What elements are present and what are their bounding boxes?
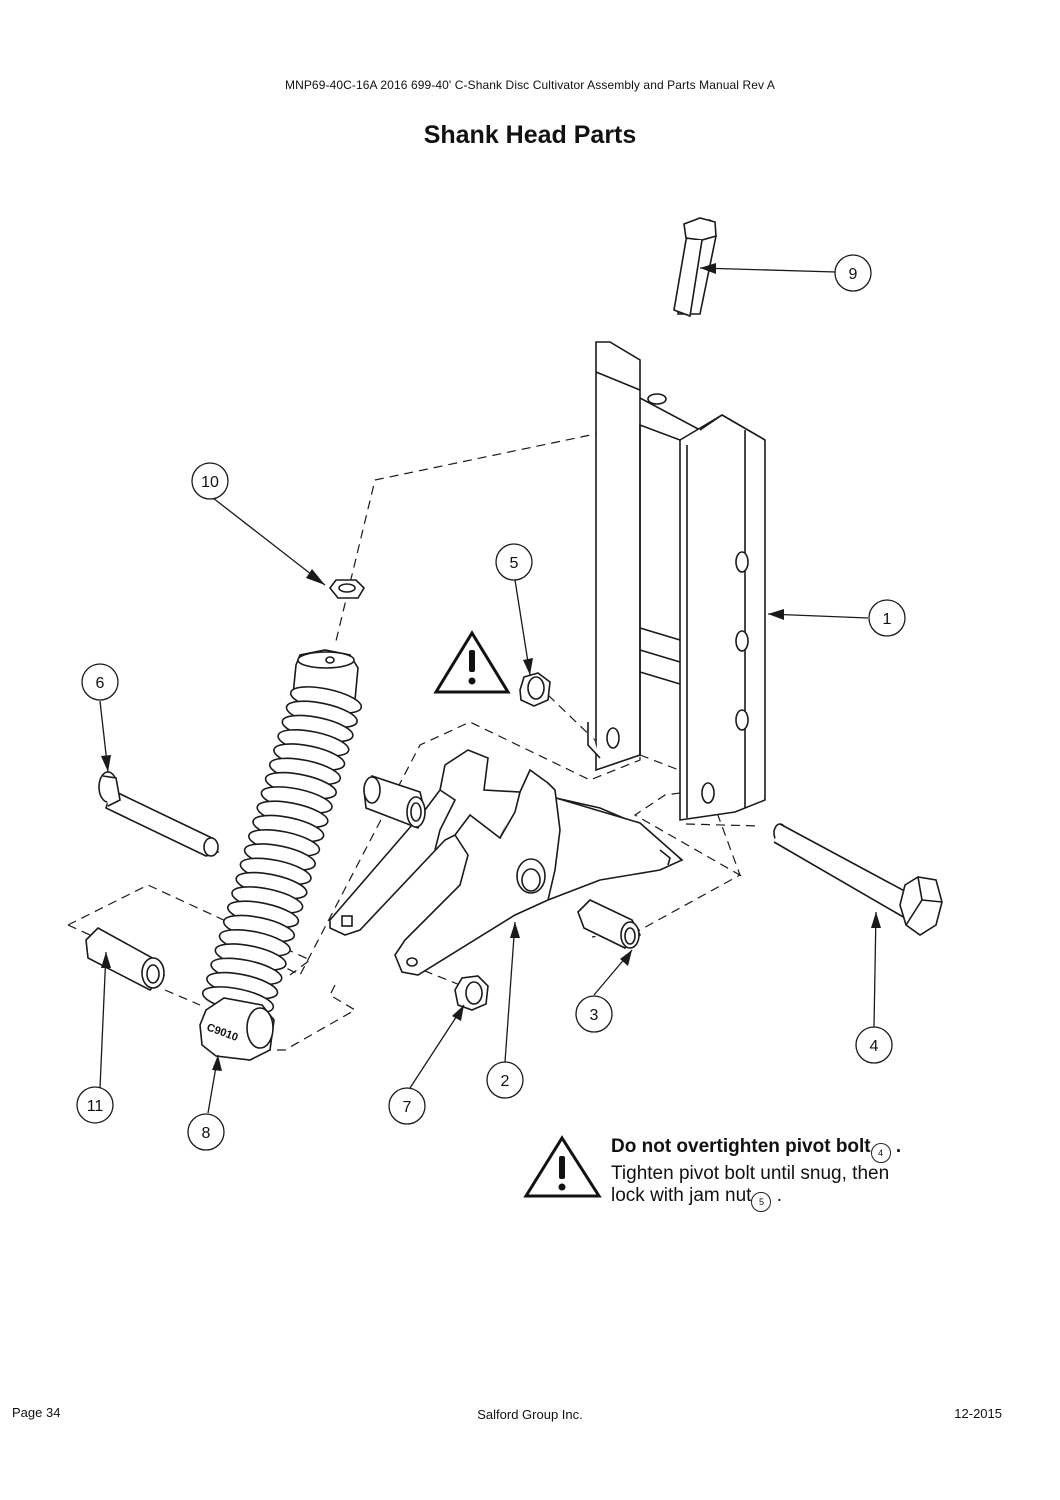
svg-text:10: 10: [201, 474, 219, 491]
shank-arm: [329, 749, 684, 976]
warning-line-3-end: .: [776, 1185, 783, 1206]
revision-date: 12-2015: [954, 1406, 1002, 1421]
svg-text:9: 9: [849, 266, 858, 283]
jam-nut: [519, 672, 551, 707]
svg-text:8: 8: [202, 1125, 211, 1142]
callout-8: 8: [187, 1113, 225, 1151]
page-title: Shank Head Parts: [423, 121, 637, 149]
callouts: 9 1 10 5 6 3 4 2 11 7 8: [76, 254, 906, 1151]
lock-nut: [454, 975, 489, 1011]
carriage-bolt: [98, 771, 220, 857]
callout-5: 5: [495, 543, 533, 581]
callout-6: 6: [81, 663, 119, 701]
svg-text:5: 5: [510, 555, 519, 572]
warning-line-2: Tighten pivot bolt until snug, then: [611, 1163, 890, 1184]
spring-assembly: C9010: [199, 649, 363, 1061]
bushing-left: [85, 927, 165, 991]
shank-mount-bracket: [587, 341, 766, 821]
callout-2: 2: [486, 1061, 524, 1099]
warning-line-1-end: .: [895, 1136, 902, 1157]
callout-11: 11: [76, 1086, 114, 1124]
leader-arrowheads: [101, 263, 881, 1071]
svg-text:6: 6: [96, 675, 105, 692]
ref-callout-4: 4: [870, 1143, 891, 1163]
svg-text:11: 11: [87, 1098, 104, 1115]
warning-line-3: lock with jam nut: [611, 1185, 752, 1206]
svg-text:7: 7: [403, 1099, 412, 1116]
company-name: Salford Group Inc.: [477, 1407, 583, 1422]
svg-text:1: 1: [883, 611, 892, 628]
callout-10: 10: [191, 462, 229, 500]
callout-7: 7: [388, 1087, 426, 1125]
bushing-upper: [363, 775, 426, 830]
callout-4: 4: [855, 1026, 893, 1064]
warning-icon: [433, 630, 511, 694]
warning-line-1: Do not overtighten pivot bolt: [611, 1136, 871, 1157]
svg-text:3: 3: [590, 1007, 599, 1024]
top-bolt: [673, 217, 717, 318]
callout-9: 9: [834, 254, 872, 292]
small-nut: [328, 579, 366, 599]
page-number: Page 34: [12, 1405, 61, 1420]
svg-text:2: 2: [501, 1073, 510, 1090]
callout-3: 3: [575, 995, 613, 1033]
document-header: MNP69-40C-16A 2016 699-40' C-Shank Disc …: [284, 78, 776, 92]
svg-text:4: 4: [870, 1038, 879, 1055]
warning-icon: [523, 1135, 602, 1198]
bushing-right: [577, 899, 642, 949]
callout-1: 1: [868, 599, 906, 637]
ref-callout-5: 5: [751, 1192, 772, 1212]
pivot-bolt: [773, 823, 943, 936]
